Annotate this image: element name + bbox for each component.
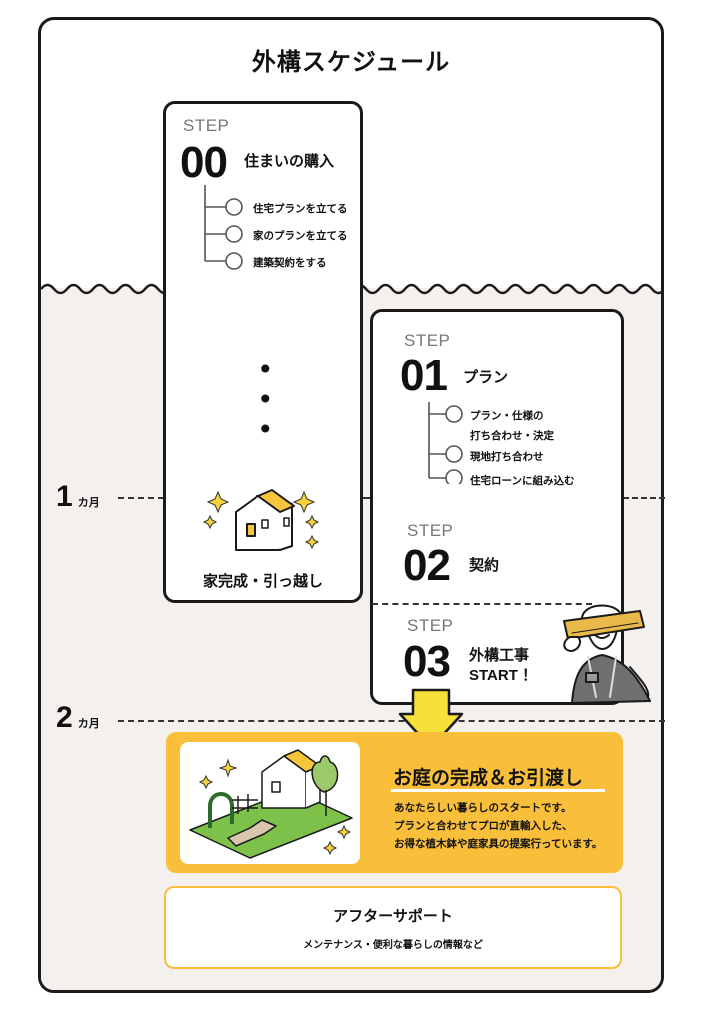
step-03-name-line1: 外構工事 bbox=[469, 646, 530, 664]
month-1-unit: カ月 bbox=[77, 496, 100, 509]
month-1-line-mid bbox=[362, 497, 372, 499]
month-1-number: 1 bbox=[56, 480, 73, 513]
month-2-number: 2 bbox=[56, 701, 73, 734]
garden-title: お庭の完成＆お引渡し bbox=[393, 767, 584, 789]
garden-line-3: お得な植木鉢や庭家具の提案行っています。 bbox=[394, 838, 603, 850]
month-2-marker: 2 カ月 bbox=[56, 703, 100, 733]
arch-icon bbox=[208, 792, 234, 828]
house-sparkle-illustration bbox=[202, 489, 320, 551]
step-01-item-3: 住宅ローンに組み込む bbox=[470, 475, 575, 487]
step-00-item-3: 建築契約をする bbox=[253, 257, 327, 269]
worker-hand bbox=[563, 636, 581, 652]
tree-icon bbox=[311, 755, 339, 793]
garden-title-underline bbox=[391, 789, 605, 792]
month-2-unit: カ月 bbox=[77, 717, 100, 730]
garden-sparkle-icon bbox=[198, 758, 352, 856]
stone-path bbox=[227, 819, 277, 847]
garden-line-2: プランと合わせてプロが直輸入した、 bbox=[394, 820, 573, 832]
wave-divider bbox=[41, 283, 661, 295]
step-00-number: 00 bbox=[180, 138, 228, 187]
sparkle-icon bbox=[202, 490, 320, 550]
ellipsis-dot-3: • bbox=[257, 413, 274, 446]
worker-body bbox=[571, 654, 651, 704]
step-00-item-1: 住宅プランを立てる bbox=[253, 203, 348, 215]
house-icon bbox=[235, 489, 295, 551]
after-support-subtitle: メンテナンス・便利な暮らしの情報など bbox=[303, 940, 483, 951]
garden-line-1: あなたらしい暮らしのスタートです。 bbox=[394, 802, 572, 814]
step-01-number: 01 bbox=[400, 351, 448, 400]
step-02-03-separator bbox=[372, 603, 592, 605]
step-00-tree-lines bbox=[204, 185, 243, 270]
month-1-line-right bbox=[623, 497, 665, 499]
after-support-title: アフターサポート bbox=[333, 907, 453, 925]
month-2-line bbox=[118, 720, 665, 722]
step-00-label: STEP bbox=[183, 116, 230, 135]
step-01-item-1a: プラン・仕様の bbox=[470, 410, 544, 422]
step-03-number: 03 bbox=[403, 637, 451, 686]
after-support-panel bbox=[164, 886, 622, 969]
step-02-number: 02 bbox=[403, 541, 451, 590]
month-1-marker: 1 カ月 bbox=[56, 482, 100, 512]
page-title: 外構スケジュール bbox=[251, 48, 451, 76]
month-1-line-left bbox=[118, 497, 164, 499]
arrow-down-icon bbox=[398, 688, 464, 750]
ellipsis-dot-1: • bbox=[257, 353, 274, 386]
worker-vest-pocket bbox=[585, 672, 599, 683]
step-01-tree-lines bbox=[428, 402, 463, 484]
lumber-board bbox=[563, 610, 645, 640]
step-01-03-card bbox=[370, 309, 624, 705]
step-01-item-2: 現地打ち合わせ bbox=[470, 451, 544, 463]
garden-illustration bbox=[180, 742, 360, 864]
step-01-item-1b: 打ち合わせ・決定 bbox=[470, 430, 554, 442]
step-03-name-line2: START ！ bbox=[469, 667, 538, 684]
worker-illustration bbox=[563, 604, 651, 704]
step-03-label: STEP bbox=[407, 616, 454, 635]
step-00-name: 住まいの購入 bbox=[244, 152, 335, 170]
step-01-label: STEP bbox=[404, 331, 451, 350]
house-caption: 家完成・引っ越し bbox=[202, 572, 323, 590]
step-01-name: プラン bbox=[463, 368, 509, 386]
ellipsis-dot-2: • bbox=[257, 383, 274, 416]
step-00-item-2: 家のプランを立てる bbox=[253, 230, 348, 242]
step-02-label: STEP bbox=[407, 521, 454, 540]
step-02-name: 契約 bbox=[469, 556, 500, 574]
